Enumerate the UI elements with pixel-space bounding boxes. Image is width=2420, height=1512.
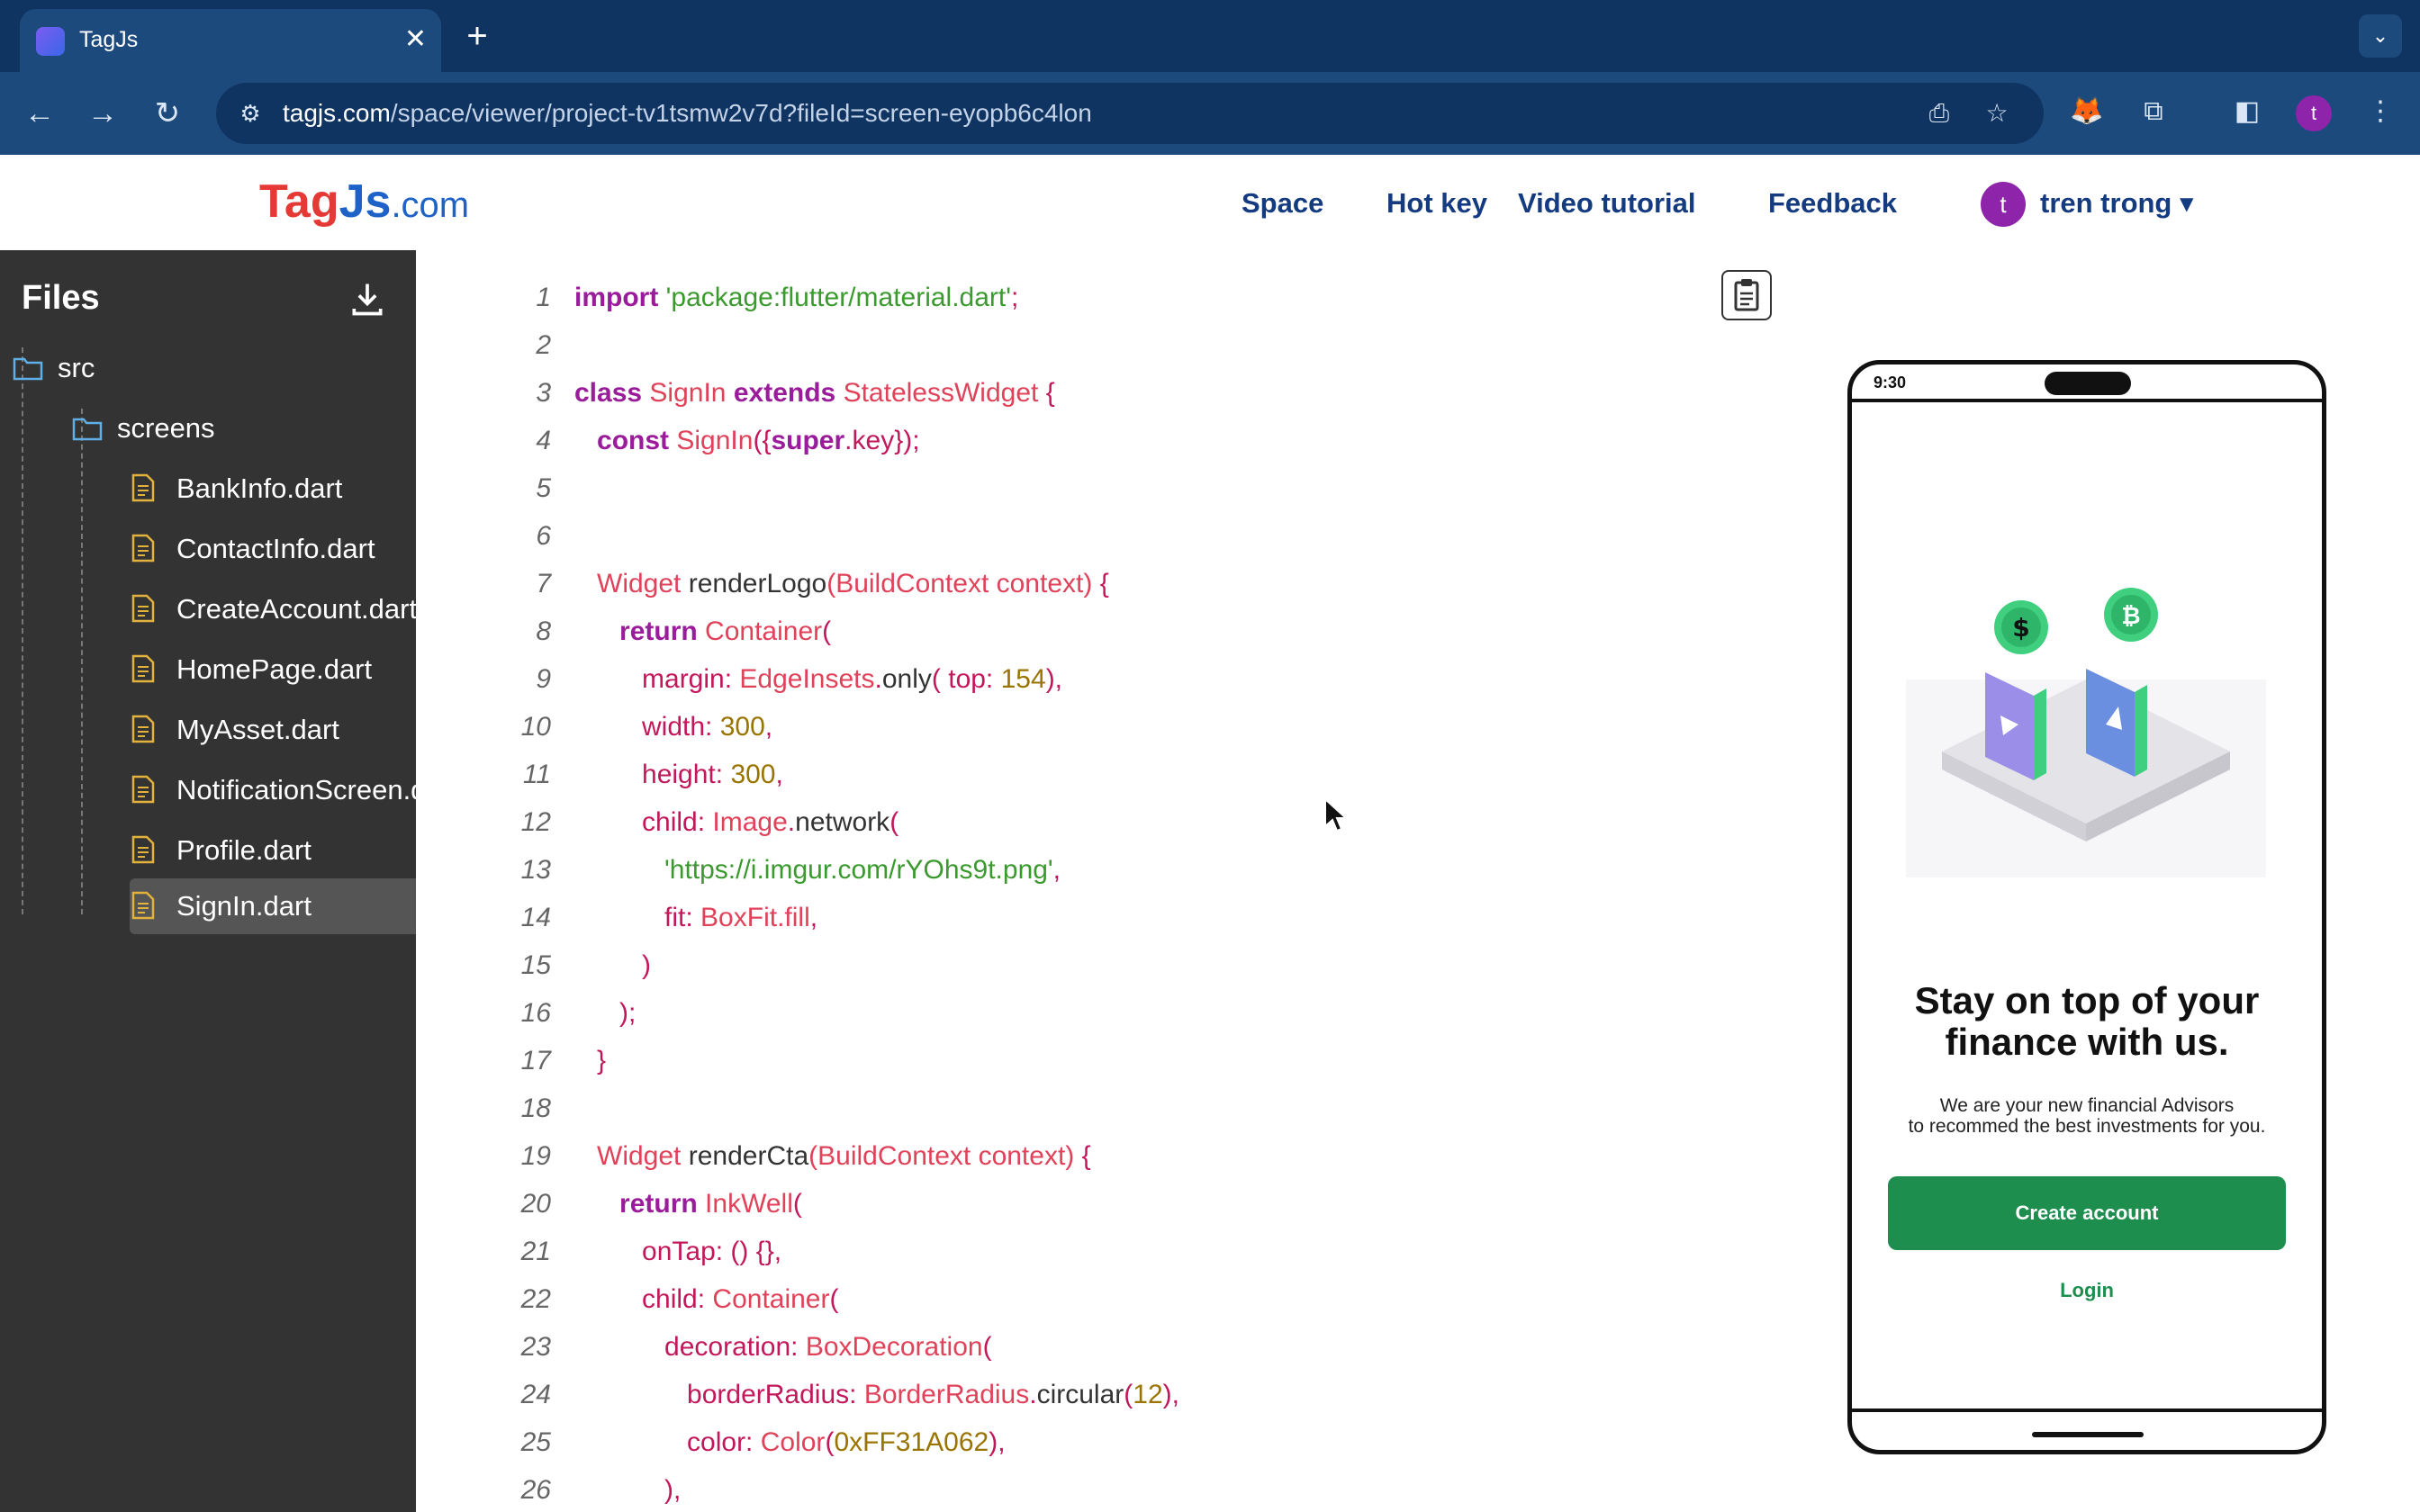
tree-guide	[22, 347, 23, 914]
nav-feedback[interactable]: Feedback	[1768, 187, 1898, 219]
dynamic-island	[2045, 372, 2131, 395]
svg-text:$: $	[2012, 613, 2029, 643]
download-icon[interactable]	[348, 279, 387, 319]
file-sidebar: Files src screens BankInfo.dart ContactI…	[0, 250, 416, 1512]
tab-search-chevron-icon[interactable]: ⌄	[2359, 14, 2402, 58]
browser-tab[interactable]: TagJs ✕	[20, 9, 441, 72]
login-link[interactable]: Login	[2060, 1279, 2114, 1301]
address-bar[interactable]: ⚙ tagjs.com/space/viewer/project-tv1tsmw…	[216, 83, 2044, 144]
close-tab-icon[interactable]: ✕	[403, 24, 427, 54]
tagjs-logo[interactable]: TagJs.com	[259, 176, 470, 228]
browser-menu-icon[interactable]: ⋮	[2367, 96, 2394, 126]
create-account-button[interactable]: Create account	[1888, 1176, 2286, 1250]
browser-tab-bar: TagJs ✕ + ⌄	[0, 0, 2420, 72]
file-item[interactable]: Profile.dart	[130, 823, 416, 878]
status-time: 9:30	[1874, 374, 1907, 392]
file-item[interactable]: CreateAccount.dart	[130, 581, 416, 637]
files-title: Files	[22, 279, 100, 317]
dart-file-icon	[131, 654, 155, 683]
svg-text:₿: ₿	[2121, 603, 2140, 630]
forward-arrow-icon[interactable]: →	[87, 96, 118, 130]
user-avatar[interactable]: t	[1981, 182, 2026, 227]
file-item-active[interactable]: SignIn.dart	[130, 878, 416, 934]
tab-title: TagJs	[79, 27, 139, 52]
dart-file-icon	[131, 775, 155, 804]
site-header: TagJs.com Space Hot key Video tutorial F…	[0, 155, 2420, 250]
nav-video-tutorial[interactable]: Video tutorial	[1518, 187, 1696, 219]
folder-icon	[72, 418, 103, 441]
extensions-puzzle-icon[interactable]: ⧉	[2144, 96, 2163, 126]
file-item[interactable]: ContactInfo.dart	[130, 521, 416, 577]
browser-toolbar: ← → ↻ ⚙ tagjs.com/space/viewer/project-t…	[0, 72, 2420, 155]
url-text[interactable]: tagjs.com/space/viewer/project-tv1tsmw2v…	[283, 99, 1092, 127]
new-tab-icon[interactable]: +	[466, 16, 488, 56]
dart-file-icon	[131, 835, 155, 864]
file-item[interactable]: HomePage.dart	[130, 642, 416, 698]
file-item[interactable]: NotificationScreen.dart	[130, 762, 416, 818]
bookmark-star-icon[interactable]: ☆	[1985, 99, 2009, 127]
user-menu[interactable]: tren trong ▾	[2040, 187, 2194, 219]
hero-title: Stay on top of your finance with us.	[1914, 979, 2260, 1063]
dart-file-icon	[131, 473, 155, 502]
file-item[interactable]: BankInfo.dart	[130, 461, 416, 517]
nav-space[interactable]: Space	[1242, 187, 1324, 219]
dart-file-icon	[131, 594, 155, 623]
metamask-extension-icon[interactable]: 🦊	[2070, 96, 2104, 126]
folder-src[interactable]: src	[9, 340, 405, 396]
mouse-cursor-icon	[1324, 797, 1349, 832]
hero-subtitle: We are your new financial Advisors to re…	[1908, 1095, 2266, 1137]
site-settings-icon[interactable]: ⚙	[239, 100, 261, 127]
home-indicator	[2032, 1432, 2144, 1437]
folder-screens[interactable]: screens	[68, 400, 411, 456]
browser-profile-avatar[interactable]: t	[2296, 95, 2332, 131]
dart-file-icon	[131, 891, 155, 920]
back-arrow-icon[interactable]: ←	[24, 96, 55, 130]
tagjs-favicon-icon	[36, 27, 65, 56]
dart-file-icon	[131, 715, 155, 743]
folder-icon	[13, 357, 43, 381]
install-app-icon[interactable]: ⎙	[1928, 99, 1950, 127]
finance-illustration: $ ₿	[1906, 588, 2266, 878]
tree-guide	[81, 409, 83, 914]
nav-hot-key[interactable]: Hot key	[1386, 187, 1487, 219]
file-item[interactable]: MyAsset.dart	[130, 702, 416, 758]
dart-file-icon	[131, 534, 155, 562]
reload-icon[interactable]: ↻	[154, 96, 181, 130]
side-panel-icon[interactable]: ◧	[2234, 96, 2261, 126]
copy-code-button[interactable]	[1721, 270, 1772, 320]
phone-preview: 9:30 $ ₿ Stay on top of your finance wit…	[1847, 360, 2326, 1454]
clipboard-icon	[1734, 279, 1759, 311]
